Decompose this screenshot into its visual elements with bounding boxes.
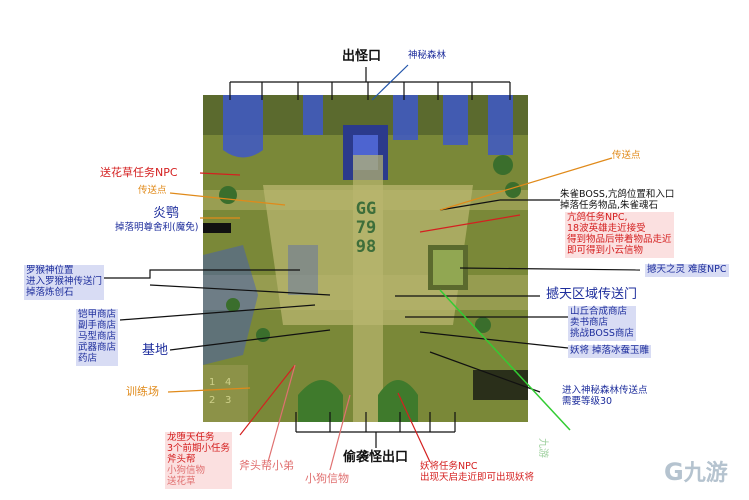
teleport-right-label: 传送点 <box>612 150 641 161</box>
monkey-drop-label: 掉落炼创石 <box>26 286 74 298</box>
teleport-left-label: 传送点 <box>138 185 167 196</box>
base-label: 基地 <box>142 343 169 358</box>
yaojiang-label: 妖将 掉落冰蚕玉雕 <box>568 345 652 358</box>
yaojiang-quest-line-1: 妖将任务NPC <box>420 461 478 472</box>
yaojiang-quest-line-2: 出现天启走近即可出现妖将 <box>420 471 535 483</box>
dragon-quest-line-2: 3个前期小任务 <box>167 442 231 454</box>
kangge-line-4: 即可得到小云信物 <box>567 244 644 256</box>
dragon-quest-line-1: 龙堕天任务 <box>167 432 215 443</box>
map-center-code: GG7998 <box>355 199 377 257</box>
forest-portal-box: 进入神秘森林传送点 需要等级30 <box>562 385 648 408</box>
shop-horse-label: 马型商店 <box>78 330 117 342</box>
shops-right-box: 山丘合成商店 卖书商店 挑战BOSS商店 <box>568 306 636 341</box>
yaojiang-quest-box: 妖将任务NPC 出现天启走近即可出现妖将 <box>420 461 535 484</box>
svg-text:3: 3 <box>225 395 231 406</box>
svg-text:1: 1 <box>209 377 215 388</box>
zhuque-pos-label: 朱雀BOSS,亢鸽位置和入口 <box>560 189 675 200</box>
monkey-portal-label: 进入罗猴神传送门 <box>26 275 103 287</box>
forest-portal-line-2: 需要等级30 <box>562 395 613 407</box>
watermark-logo: G九游 <box>664 455 728 487</box>
shop-armor-label: 铠甲商店 <box>78 309 117 320</box>
dragon-quest-box: 龙堕天任务 3个前期小任务 斧头帮 小狗信物 送花草 <box>165 432 233 489</box>
axe-gang-label: 斧头帮小弟 <box>239 459 294 472</box>
dragon-quest-line-3: 斧头帮 <box>167 453 196 465</box>
dragon-quest-line-5: 送花草 <box>167 475 196 487</box>
shop-hill-label: 山丘合成商店 <box>570 306 628 317</box>
shop-boss-label: 挑战BOSS商店 <box>570 327 634 339</box>
top-exit-label: 出怪口 <box>342 49 382 64</box>
mystic-forest-label: 神秘森林 <box>408 50 447 61</box>
forest-portal-line-1: 进入神秘森林传送点 <box>562 385 648 396</box>
kangge-line-3: 得到物品后带着物品走近 <box>567 233 672 245</box>
watermark-text: 九游 <box>683 461 728 486</box>
sneak-exit-label: 偷袭怪出口 <box>343 450 409 465</box>
dragon-quest-line-4: 小狗信物 <box>167 464 206 476</box>
shop-potion-label: 药店 <box>78 352 98 364</box>
zhuque-drop-label: 掉落任务物品,朱雀魂石 <box>560 199 659 211</box>
watermark-side-text: 九游 <box>537 438 548 458</box>
kangge-line-1: 亢鸽任务NPC, <box>567 212 628 223</box>
shop-offhand-label: 副手商店 <box>78 319 117 331</box>
flower-quest-npc-label: 送花草任务NPC <box>100 166 178 179</box>
hantian-portal-label: 撼天区域传送门 <box>546 287 638 302</box>
hantian-soul-label: 撼天之灵 难度NPC <box>645 264 729 277</box>
monkey-pos-label: 罗猴神位置 <box>26 265 74 276</box>
shop-book-label: 卖书商店 <box>570 316 609 328</box>
svg-text:2: 2 <box>209 395 215 406</box>
shops-left-box: 铠甲商店 副手商店 马型商店 武器商店 药店 <box>76 309 119 366</box>
kangge-box: 亢鸽任务NPC, 18波英雄走近接受 得到物品后带着物品走近 即可得到小云信物 <box>565 212 674 258</box>
watermark-g-icon: G <box>664 458 684 486</box>
training-label: 训练场 <box>126 385 159 398</box>
zhuque-box: 朱雀BOSS,亢鸽位置和入口 掉落任务物品,朱雀魂石 <box>560 189 675 212</box>
kangge-line-2: 18波英雄走近接受 <box>567 222 646 234</box>
svg-text:4: 4 <box>225 377 231 388</box>
monkey-info-box: 罗猴神位置 进入罗猴神传送门 掉落炼创石 <box>24 265 105 300</box>
yanyuan-label: 炎鹗 <box>153 206 180 221</box>
dog-token-label: 小狗信物 <box>305 472 349 485</box>
shop-weapon-label: 武器商店 <box>78 341 117 353</box>
yanyuan-drop-label: 掉落明尊舍利(魔免) <box>115 222 199 233</box>
